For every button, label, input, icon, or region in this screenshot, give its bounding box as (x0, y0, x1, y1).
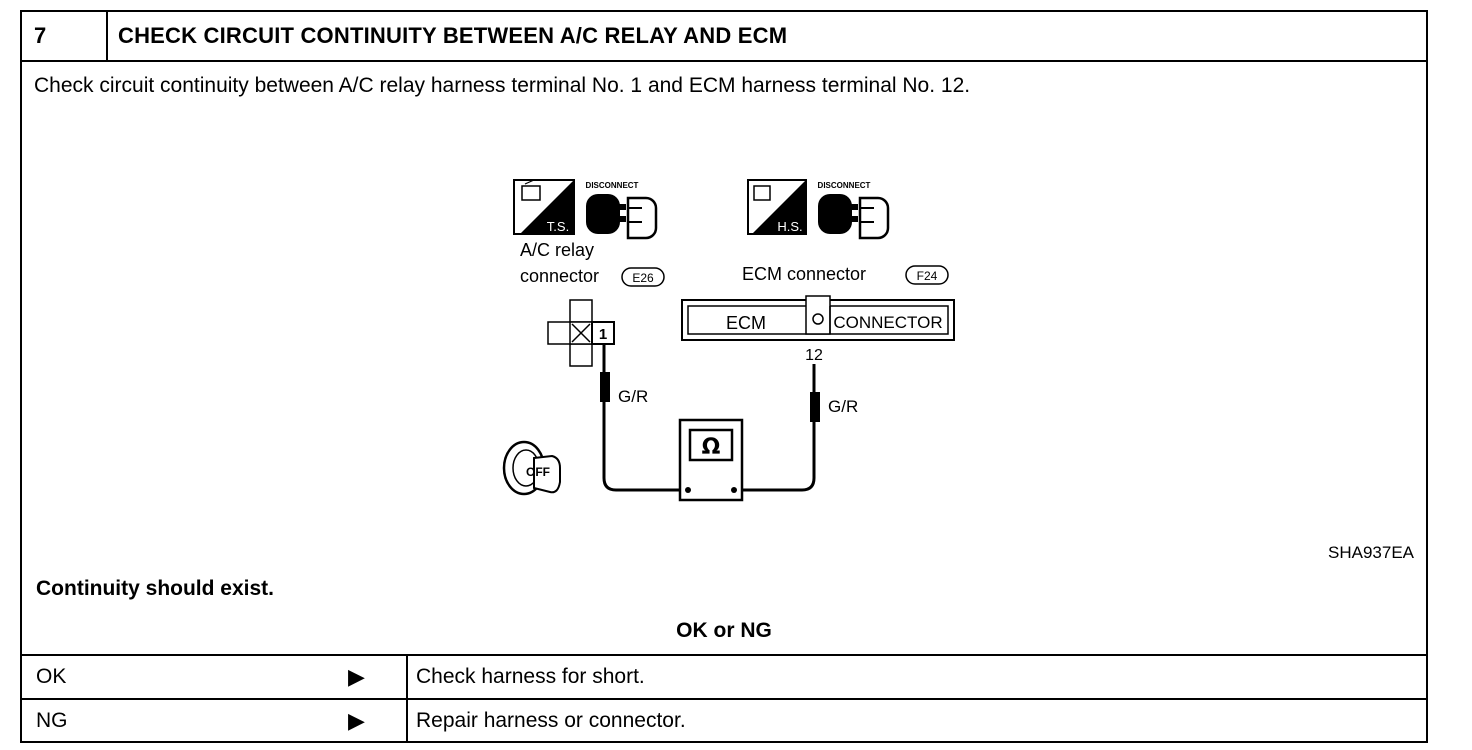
probe-lead-right (734, 364, 820, 492)
disconnect-icon: DISCONNECT (818, 181, 890, 240)
wire-color-right: G/R (828, 397, 858, 416)
result-row-ng: NG ▶ Repair harness or connector. (22, 698, 1426, 743)
relay-label-line1: A/C relay (520, 240, 594, 260)
ecm-connector: ECM CONNECTOR (681, 295, 955, 341)
figure-code: SHA937EA (1328, 543, 1414, 562)
result-label: OK (36, 665, 67, 688)
hs-badge-text: H.S. (777, 219, 802, 234)
ohmmeter: Ω (678, 418, 744, 502)
hs-tool-badge: H.S. (747, 179, 807, 235)
ecm-connector-label: ECM connector (742, 264, 866, 284)
wiring-diagram: T.S. DISCONNECT H.S. DISCONNECT (502, 179, 955, 502)
result-label: NG (36, 709, 68, 732)
procedure-table: 7 CHECK CIRCUIT CONTINUITY BETWEEN A/C R… (20, 10, 1428, 743)
relay-connector-code: E26 (632, 271, 654, 285)
ecm-box-right-text: CONNECTOR (833, 313, 942, 332)
ecm-connector-code: F24 (917, 269, 938, 283)
result-action: Check harness for short. (406, 656, 645, 698)
probe-lead-left (600, 344, 688, 492)
relay-label-line2: connector (520, 266, 599, 286)
ignition-key-icon: OFF (502, 440, 561, 496)
instruction-text: Check circuit continuity between A/C rel… (34, 74, 971, 97)
disconnect-label: DISCONNECT (818, 181, 871, 190)
result-action: Repair harness or connector. (406, 700, 686, 743)
result-row-ok: OK ▶ Check harness for short. (22, 654, 1426, 698)
ecm-box-left-text: ECM (726, 313, 766, 333)
ecm-terminal-label: 12 (805, 347, 823, 364)
ts-tool-badge: T.S. (513, 179, 575, 235)
arrow-right-icon: ▶ (348, 708, 365, 733)
disconnect-icon: DISCONNECT (586, 181, 658, 240)
ts-badge-text: T.S. (547, 219, 569, 234)
step-title: CHECK CIRCUIT CONTINUITY BETWEEN A/C REL… (118, 23, 788, 48)
relay-terminal-label: 1 (599, 326, 607, 343)
disconnect-label: DISCONNECT (586, 181, 639, 190)
step-number: 7 (22, 12, 108, 60)
step-header: 7 CHECK CIRCUIT CONTINUITY BETWEEN A/C R… (22, 12, 1426, 62)
wire-color-left: G/R (618, 387, 648, 406)
decision-title: OK or NG (676, 619, 772, 642)
arrow-right-icon: ▶ (348, 664, 365, 689)
ignition-off-label: OFF (526, 465, 550, 479)
ohm-symbol: Ω (702, 435, 721, 460)
expectation-text: Continuity should exist. (36, 577, 275, 600)
